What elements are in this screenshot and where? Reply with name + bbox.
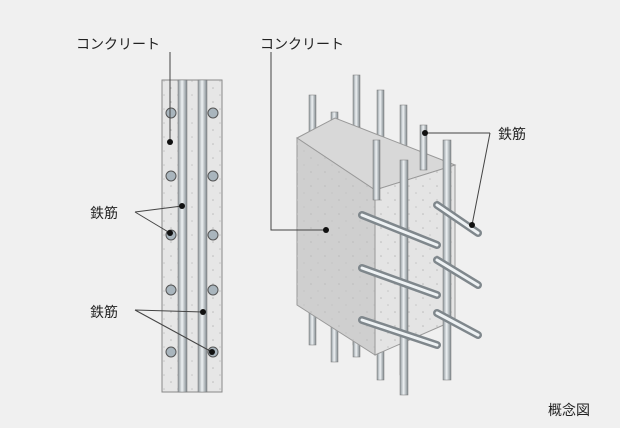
right-concrete-label: コンクリート	[260, 37, 344, 53]
wall-section	[161, 79, 223, 393]
leader-lines	[134, 52, 491, 353]
column-3d	[296, 74, 482, 396]
left-concrete-label: コンクリート	[76, 37, 160, 53]
right-rebar-label: 鉄筋	[498, 127, 526, 143]
left-rebar-label-1: 鉄筋	[90, 206, 118, 222]
caption: 概念図	[548, 403, 590, 419]
left-rebar-label-2: 鉄筋	[90, 305, 118, 321]
